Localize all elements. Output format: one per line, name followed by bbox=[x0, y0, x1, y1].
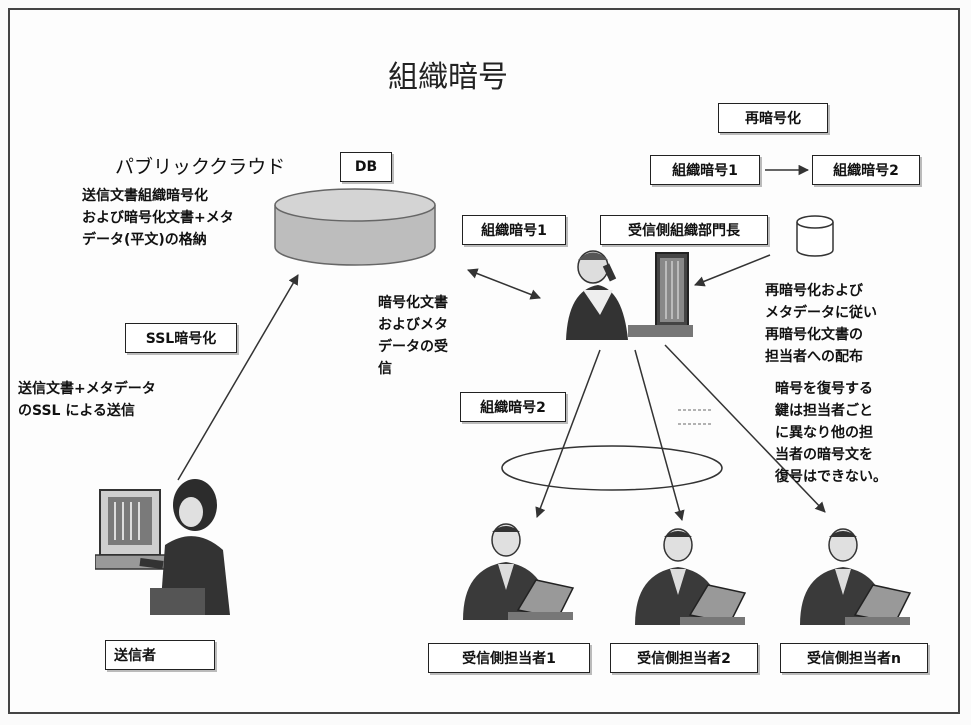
key-note-line: 暗号を復号する bbox=[775, 381, 873, 397]
key-note-line: 当者の暗号文を bbox=[775, 447, 873, 463]
distribute-arrow-1 bbox=[535, 349, 601, 518]
storage-note-line: データ(平文)の格納 bbox=[82, 232, 207, 248]
key-note-line: に異なり他の担 bbox=[775, 425, 873, 441]
database-cylinder-icon bbox=[274, 188, 436, 266]
key-note-line: 鍵は担当者ごと bbox=[775, 403, 873, 419]
redistribute-arrow bbox=[694, 254, 771, 287]
sender-box: 送信者 bbox=[105, 640, 215, 670]
storage-note-line: 送信文書組織暗号化 bbox=[82, 188, 208, 204]
redistribute-note-line: メタデータに従い bbox=[765, 305, 877, 321]
receiver1-person-icon bbox=[463, 523, 575, 620]
receiver2-box: 受信側担当者2 bbox=[610, 643, 758, 673]
sender-person-icon bbox=[95, 479, 230, 615]
receive-note-line: 暗号化文書 bbox=[378, 295, 448, 311]
db-label: DB bbox=[354, 159, 378, 175]
receiver1-box: 受信側担当者1 bbox=[428, 643, 590, 673]
org-cipher2-top-label: 組織暗号2 bbox=[833, 163, 899, 179]
receiver-head-label: 受信側組織部門長 bbox=[628, 223, 740, 239]
redistribute-note-line: 再暗号化および bbox=[765, 283, 863, 299]
receive-note-line: およびメタ bbox=[378, 317, 448, 333]
receive-note-line: 信 bbox=[378, 361, 392, 377]
receiver1-label: 受信側担当者1 bbox=[462, 651, 556, 667]
key-note: 暗号を復号する 鍵は担当者ごと に異なり他の担 当者の暗号文を 復号はできない。 bbox=[775, 378, 887, 488]
receivern-person-icon bbox=[800, 528, 912, 625]
ssl-box: SSL暗号化 bbox=[125, 323, 237, 353]
org-cipher1-top-label: 組織暗号1 bbox=[672, 163, 738, 179]
receiver-head-box: 受信側組織部門長 bbox=[600, 215, 768, 245]
org-cipher1-mid-box: 組織暗号1 bbox=[462, 215, 566, 245]
db-label-box: DB bbox=[340, 152, 392, 182]
send-note-line: 送信文書+メタデータ bbox=[18, 381, 156, 397]
redistribute-note: 再暗号化および メタデータに従い 再暗号化文書の 担当者への配布 bbox=[765, 280, 877, 368]
ssl-send-arrow bbox=[177, 274, 299, 481]
org-cipher2-mid-box: 組織暗号2 bbox=[460, 392, 566, 422]
receive-double-arrow bbox=[467, 268, 541, 300]
receivern-label: 受信側担当者n bbox=[807, 651, 901, 667]
reencrypt-box: 再暗号化 bbox=[718, 103, 828, 133]
ssl-label: SSL暗号化 bbox=[145, 331, 217, 347]
receive-note: 暗号化文書 およびメタ データの受 信 bbox=[378, 292, 448, 380]
storage-note: 送信文書組織暗号化 および暗号化文書+メタ データ(平文)の格納 bbox=[82, 185, 234, 251]
redistribute-note-line: 担当者への配布 bbox=[765, 349, 863, 365]
page-title: 組織暗号 bbox=[388, 60, 508, 95]
receive-note-line: データの受 bbox=[378, 339, 448, 355]
public-cloud-label: パブリッククラウド bbox=[115, 156, 286, 178]
org-cipher1-top-box: 組織暗号1 bbox=[650, 155, 760, 185]
storage-note-line: および暗号化文書+メタ bbox=[82, 210, 234, 226]
org-cipher1-mid-label: 組織暗号1 bbox=[481, 223, 547, 239]
send-note-line: のSSL による送信 bbox=[18, 403, 135, 419]
key-note-line: 復号はできない。 bbox=[775, 469, 887, 485]
receiver2-person-icon bbox=[635, 528, 747, 625]
receiver2-label: 受信側担当者2 bbox=[637, 651, 731, 667]
reencrypt-label: 再暗号化 bbox=[745, 111, 801, 127]
small-database-icon bbox=[796, 215, 834, 257]
sender-label: 送信者 bbox=[114, 648, 156, 664]
receiver-group-ellipse bbox=[501, 445, 723, 491]
distribute-arrow-n bbox=[664, 344, 826, 513]
send-note: 送信文書+メタデータ のSSL による送信 bbox=[18, 378, 156, 422]
org-cipher2-top-box: 組織暗号2 bbox=[812, 155, 920, 185]
receiver-head-person-icon bbox=[566, 250, 693, 340]
org-cipher2-mid-label: 組織暗号2 bbox=[480, 400, 546, 416]
receivern-box: 受信側担当者n bbox=[780, 643, 928, 673]
distribute-arrow-2 bbox=[634, 349, 685, 522]
redistribute-note-line: 再暗号化文書の bbox=[765, 327, 863, 343]
